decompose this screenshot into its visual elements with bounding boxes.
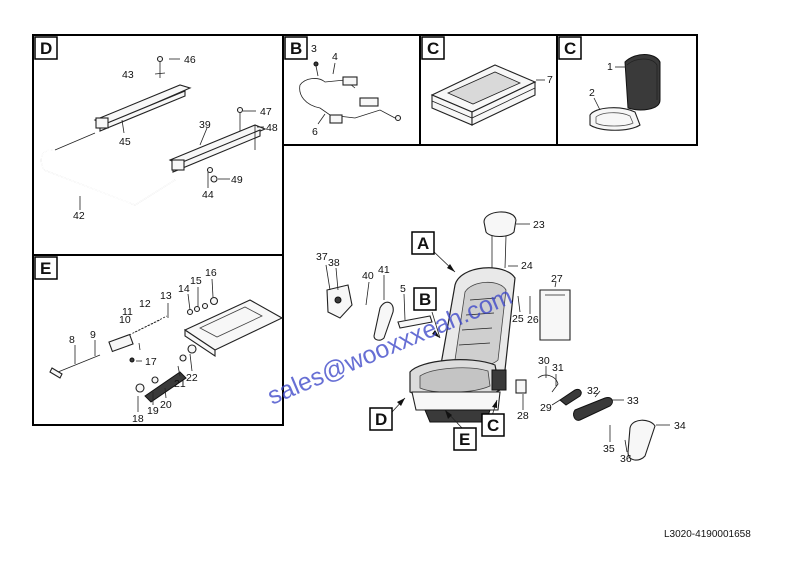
panel-d-labels: 46 43 45 39 47 48 49 44 42 <box>73 54 278 222</box>
svg-text:43: 43 <box>122 69 134 81</box>
svg-text:22: 22 <box>186 372 198 384</box>
callout-e: E <box>453 427 477 451</box>
svg-text:35: 35 <box>603 443 615 455</box>
main-labels: 23 24 25 26 27 28 29 30 31 32 33 34 35 3… <box>316 219 686 465</box>
svg-text:47: 47 <box>260 106 272 118</box>
panel-c1-letter: C <box>421 36 445 60</box>
svg-text:E: E <box>459 430 470 449</box>
panel-c2-letter: C <box>558 36 582 60</box>
svg-text:21: 21 <box>174 378 186 390</box>
svg-text:11: 11 <box>122 306 133 318</box>
svg-text:5: 5 <box>400 283 406 295</box>
panel-c2-frame <box>556 34 698 146</box>
seat-assembly-drawing <box>325 211 670 461</box>
svg-text:33: 33 <box>627 395 639 407</box>
svg-text:9: 9 <box>90 329 96 341</box>
svg-text:42: 42 <box>73 210 85 222</box>
drawing-code: L3020-4190001658 <box>664 529 751 540</box>
svg-text:28: 28 <box>517 410 529 422</box>
panel-d-frame <box>32 34 284 256</box>
svg-text:8: 8 <box>69 334 75 346</box>
panel-e-letter: E <box>34 256 58 280</box>
svg-text:10: 10 <box>119 314 131 326</box>
panel-d-drawing <box>40 55 267 210</box>
svg-text:D: D <box>375 410 387 429</box>
svg-text:49: 49 <box>231 174 243 186</box>
svg-text:A: A <box>417 234 429 253</box>
panel-b-letter: B <box>284 36 308 60</box>
callout-d: D <box>369 407 393 431</box>
panel-e-drawing <box>49 278 284 412</box>
panel-c2-labels: 1 2 <box>589 61 613 99</box>
svg-text:C: C <box>487 416 499 435</box>
svg-text:30: 30 <box>538 355 550 367</box>
svg-text:16: 16 <box>205 267 217 279</box>
svg-text:26: 26 <box>527 314 539 326</box>
callout-a: A <box>411 231 435 255</box>
svg-text:38: 38 <box>328 257 340 269</box>
svg-text:E: E <box>40 259 51 278</box>
svg-text:6: 6 <box>312 126 318 138</box>
svg-text:24: 24 <box>521 260 533 272</box>
svg-text:36: 36 <box>620 453 632 465</box>
svg-text:3: 3 <box>311 43 317 55</box>
svg-text:1: 1 <box>607 61 613 73</box>
svg-text:40: 40 <box>362 270 374 282</box>
svg-text:4: 4 <box>332 51 338 63</box>
svg-text:17: 17 <box>145 356 157 368</box>
svg-text:B: B <box>419 290 431 309</box>
svg-text:32: 32 <box>587 385 599 397</box>
svg-text:15: 15 <box>190 275 202 287</box>
svg-text:2: 2 <box>589 87 595 99</box>
svg-text:14: 14 <box>178 283 190 295</box>
panel-c2-drawing <box>589 54 661 131</box>
svg-text:C: C <box>427 39 439 58</box>
svg-text:41: 41 <box>378 264 390 276</box>
svg-text:25: 25 <box>512 313 524 325</box>
svg-text:46: 46 <box>184 54 196 66</box>
callout-c: C <box>481 413 505 437</box>
svg-text:23: 23 <box>533 219 545 231</box>
svg-text:D: D <box>40 39 52 58</box>
svg-text:45: 45 <box>119 136 131 148</box>
svg-text:39: 39 <box>199 119 211 131</box>
svg-text:B: B <box>290 39 302 58</box>
panel-c1-drawing <box>430 64 545 126</box>
svg-text:12: 12 <box>139 298 151 310</box>
svg-text:48: 48 <box>266 122 278 134</box>
svg-text:20: 20 <box>160 399 172 411</box>
svg-text:44: 44 <box>202 189 214 201</box>
callout-b: B <box>413 287 437 311</box>
panel-b-labels: 3 4 6 <box>311 43 338 138</box>
svg-text:19: 19 <box>147 405 159 417</box>
panel-e-labels: 8 9 10 11 12 13 14 15 16 17 18 19 20 21 … <box>69 267 217 425</box>
svg-text:31: 31 <box>552 362 564 374</box>
svg-text:18: 18 <box>132 413 144 425</box>
panel-b-drawing <box>299 61 402 125</box>
panel-c1-label: 7 <box>547 74 553 86</box>
panel-d-letter: D <box>34 36 58 60</box>
svg-text:C: C <box>564 39 576 58</box>
svg-text:13: 13 <box>160 290 172 302</box>
svg-text:37: 37 <box>316 251 328 263</box>
svg-text:29: 29 <box>540 402 552 414</box>
panel-e-frame <box>32 254 284 426</box>
svg-text:27: 27 <box>551 273 563 285</box>
svg-text:34: 34 <box>674 420 686 432</box>
